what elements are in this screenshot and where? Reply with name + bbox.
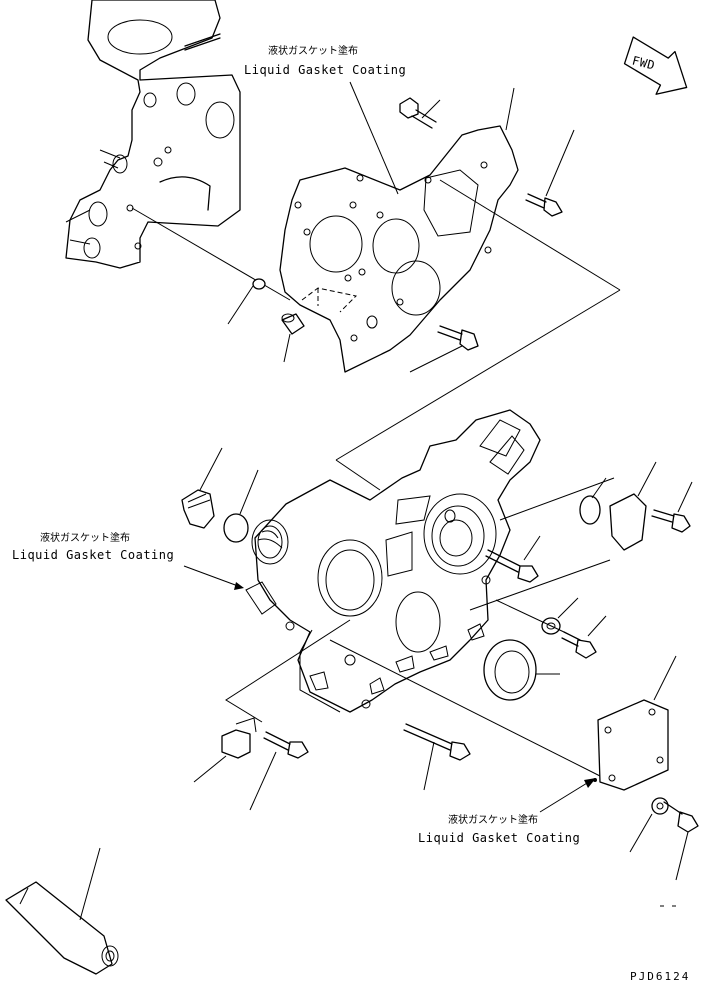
dowel-bushing [281, 313, 305, 363]
bolt-mid-1 [485, 535, 541, 583]
washer-lower [629, 797, 669, 853]
alignment-line [225, 619, 351, 723]
bolt-right-1 [651, 481, 693, 533]
alignment-line [499, 477, 615, 521]
callout-2-jp: 液状ガスケット塗布 [40, 533, 130, 544]
bolt-top-3 [409, 325, 479, 373]
cover-plate-large [593, 655, 677, 791]
oil-seal [483, 639, 560, 701]
gasket-coating-leader [349, 81, 399, 195]
bolt-top-1 [399, 97, 441, 129]
bolt-lower-3 [663, 801, 699, 881]
alignment-line [439, 179, 621, 291]
plug [579, 477, 607, 525]
callout-3-en: Liquid Gasket Coating [418, 831, 581, 845]
bolt-lower-1 [249, 731, 309, 811]
sealant-tube [5, 847, 119, 975]
engine-block-outline [65, 0, 241, 269]
bolt-top-2 [525, 129, 575, 217]
cover-plate-small [609, 461, 657, 551]
drawing-code: PJD6124 [630, 970, 691, 983]
alignment-line [131, 207, 291, 301]
bracket-block [193, 717, 257, 783]
alignment-line [329, 639, 601, 777]
callout-1-en: Liquid Gasket Coating [244, 63, 407, 77]
alignment-line [469, 559, 611, 611]
callout-2-en: Liquid Gasket Coating [12, 548, 175, 562]
dowel-pin [227, 278, 266, 325]
callout-1-jp: 液状ガスケット塗布 [268, 46, 358, 57]
coating-arrow-left [183, 565, 244, 590]
forward-arrow-icon [623, 36, 688, 95]
alignment-line [335, 289, 621, 461]
coating-arrow-right [539, 778, 596, 813]
timing-cover [245, 409, 541, 713]
washer [541, 597, 579, 635]
o-ring [223, 469, 259, 543]
callout-3-jp: 液状ガスケット塗布 [448, 815, 538, 826]
gasket-leader [505, 87, 515, 131]
alignment-line [495, 599, 565, 633]
oil-filler-cap [181, 447, 223, 529]
bolt-lower-2 [403, 723, 471, 791]
alignment-line [335, 459, 381, 491]
gasket-plate [279, 125, 519, 373]
bolt-mid-2 [561, 615, 607, 659]
